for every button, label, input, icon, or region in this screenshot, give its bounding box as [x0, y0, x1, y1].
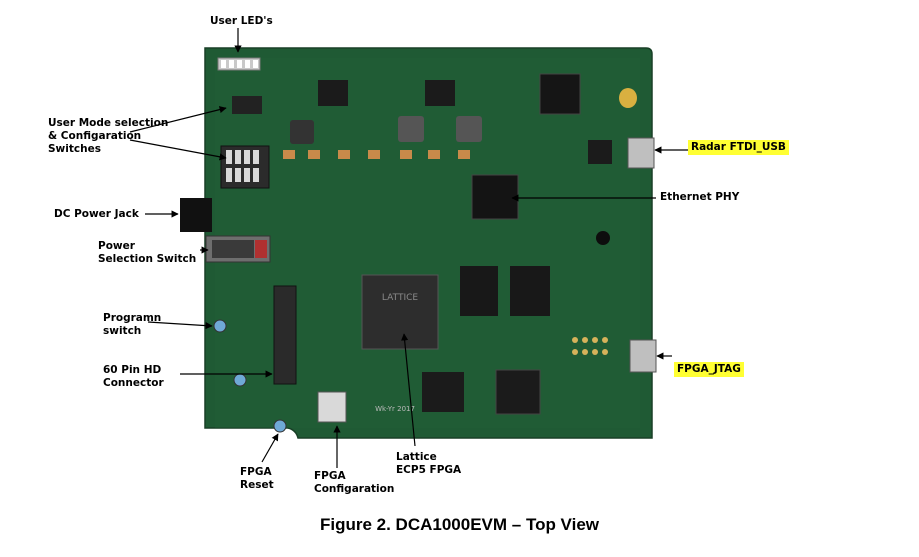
- radar-ftdi-usb-connector: [627, 137, 655, 169]
- fpga-config-dip-switch: [317, 391, 347, 423]
- label-power-selection-line1: Power: [98, 240, 135, 252]
- user-mode-dip-switches: [220, 145, 270, 189]
- leader-arrows: [129, 28, 690, 468]
- label-lattice-line2: ECP5 FPGA: [396, 464, 462, 476]
- arrow-programn: [147, 321, 213, 330]
- label-programn-line2: switch: [103, 325, 142, 337]
- inductor-3: [456, 116, 482, 142]
- mount-hole: [596, 231, 610, 245]
- button-mid: [233, 373, 247, 387]
- chip-brand-text: LATTICE: [382, 293, 418, 303]
- fpga-jtag-usb-connector: [629, 339, 657, 373]
- label-power-selection-line2: Selection Switch: [98, 253, 197, 265]
- arrow-user-mode-top: [129, 106, 227, 133]
- label-hd-connector-line2: Connector: [103, 377, 164, 389]
- battery-cell: [619, 88, 637, 108]
- label-radar-ftdi-usb: Radar FTDI_USB: [688, 140, 789, 155]
- user-leds: [217, 57, 261, 71]
- ethernet-phy-chip: [471, 174, 519, 220]
- label-hd-connector-line1: 60 Pin HD: [103, 364, 162, 376]
- label-user-mode-line2: & Configaration: [48, 130, 142, 142]
- silk-date-text: Wk-Yr 2017: [375, 405, 415, 413]
- programn-switch-button: [213, 319, 227, 333]
- jtag-header-pads: [572, 337, 608, 355]
- ic-bottom-1: [422, 372, 464, 412]
- label-dc-power-jack: DC Power Jack: [54, 208, 139, 220]
- label-user-mode-line3: Switches: [48, 143, 101, 155]
- ftdi-chip: [588, 140, 612, 164]
- memory-chip-2: [510, 266, 550, 316]
- fpga-reset-button: [273, 419, 287, 433]
- label-fpga-config-line2: Configaration: [314, 483, 395, 495]
- ic-top-1: [318, 80, 348, 106]
- label-user-leds: User LED's: [210, 15, 273, 27]
- inductor-2: [398, 116, 424, 142]
- arrow-lattice-fpga: [401, 333, 416, 447]
- inductor-1: [290, 120, 314, 144]
- figure-caption: Figure 2. DCA1000EVM – Top View: [319, 515, 599, 534]
- ic-top-2: [425, 80, 455, 106]
- label-lattice-line1: Lattice: [396, 451, 437, 463]
- lattice-ecp5-fpga-chip: LATTICE: [361, 274, 439, 350]
- arrow-user-mode-bottom: [129, 139, 227, 161]
- label-fpga-jtag: FPGA_JTAG: [674, 362, 744, 377]
- mode-switch-small: [232, 96, 262, 114]
- label-user-mode-line1: User Mode selection: [48, 117, 169, 129]
- label-fpga-reset-line2: Reset: [240, 479, 274, 491]
- pcb-board: [204, 47, 653, 439]
- ic-bottom-2: [495, 369, 541, 415]
- power-selection-switch: [205, 235, 271, 263]
- ic-top-3: [539, 73, 581, 115]
- label-ethernet-phy: Ethernet PHY: [660, 191, 740, 203]
- capacitor-row: [283, 150, 470, 159]
- arrow-fpga-reset: [261, 433, 279, 463]
- hd-connector: [273, 285, 297, 385]
- dc-power-jack: [180, 198, 212, 232]
- memory-chip-1: [460, 266, 498, 316]
- label-programn-line1: Programn: [103, 312, 162, 324]
- label-fpga-config-line1: FPGA: [314, 470, 346, 482]
- label-fpga-reset-line1: FPGA: [240, 466, 272, 478]
